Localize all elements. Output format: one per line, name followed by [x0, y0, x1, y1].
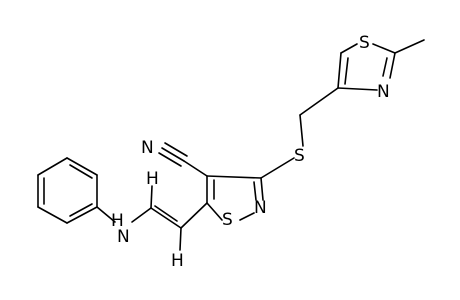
bond-ph-inner-c — [69, 164, 93, 179]
bond-n-s-isothiazole — [239, 212, 255, 221]
sulfur-thioether-label: S — [294, 146, 305, 166]
bond-vinyl-double-inner — [154, 205, 178, 222]
thiazole-ring — [337, 39, 425, 91]
bond-s-c5-isothiazole — [206, 202, 223, 221]
bond-ph-1 — [66, 206, 98, 224]
bond-s-c3-isothiazole — [260, 157, 295, 179]
bond-c4-c5-thiazole-inner — [344, 57, 349, 85]
hydrogen-vinyl-bottom-label: H — [171, 251, 184, 271]
nitrogen-thiazole-label: N — [377, 82, 390, 102]
nitrogen-nitrile-label: N — [141, 138, 154, 158]
bond-vinyl-double — [150, 207, 182, 229]
bond-c5-vinyl-c — [180, 202, 208, 229]
bond-triple-2 — [164, 142, 188, 157]
bond-ph-inner-a — [69, 203, 93, 217]
bond-triple-3 — [158, 152, 182, 167]
bond-c3-c4-isothiazole — [206, 175, 262, 179]
isothiazole-ring — [206, 175, 264, 221]
bond-vinyl-h-top — [150, 185, 153, 209]
bond-ch2-s — [299, 114, 304, 147]
bond-c5-s-thiazole — [340, 43, 358, 54]
bond-ph-4 — [37, 157, 68, 176]
bond-s-c2-thiazole — [372, 43, 396, 54]
bond-c2-n-thiazole — [389, 52, 396, 79]
bond-ph-5 — [66, 157, 98, 176]
bond-n-c4-thiazole — [337, 87, 378, 91]
bond-c4-c5-thiazole — [337, 52, 342, 89]
methylene-thioether-linker — [260, 87, 339, 179]
bond-c2-methyl — [394, 39, 425, 54]
bond-vinyl-h-bottom — [179, 227, 182, 251]
nitrile-group — [158, 142, 208, 177]
hydrogen-amine-label: H — [111, 211, 124, 231]
bond-vinyl-nh — [131, 207, 152, 223]
hydrogen-vinyl-top-label: H — [146, 169, 159, 189]
bond-n-phenyl — [96, 206, 116, 223]
nitrogen-amine-label: N — [117, 227, 130, 247]
vinyl-chain — [131, 185, 208, 251]
bond-ph-2 — [37, 206, 68, 224]
bond-triple-1 — [161, 147, 185, 162]
bond-c3-n-isothiazole-inner — [253, 181, 257, 201]
bond-c4-cn — [183, 160, 208, 177]
bond-c4-ch2 — [299, 87, 339, 116]
sulfur-isothiazole-label: S — [222, 210, 233, 230]
bond-c3-n-isothiazole — [260, 177, 264, 201]
phenyl-ring — [37, 157, 116, 224]
sulfur-thiazole-label: S — [359, 33, 370, 53]
bond-c2-n-thiazole-inner — [382, 57, 388, 77]
nitrogen-isothiazole-label: N — [254, 198, 267, 218]
